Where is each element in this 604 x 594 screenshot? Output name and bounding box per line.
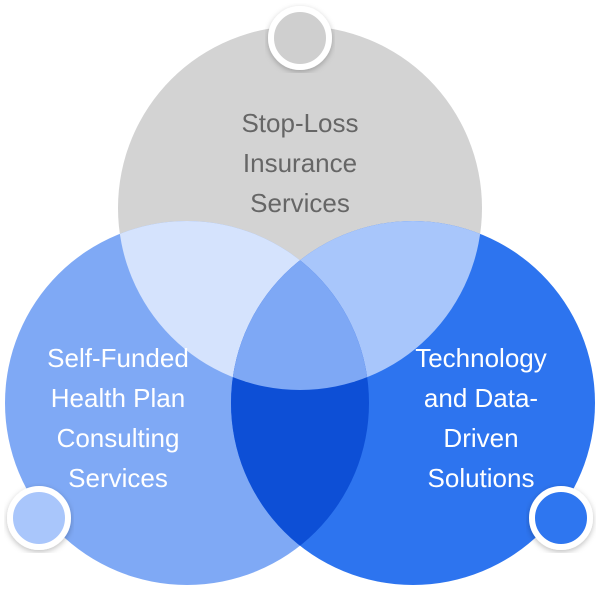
- label-line: Services: [250, 188, 350, 218]
- label-line: Self-Funded: [47, 343, 189, 373]
- label-line: Consulting: [57, 423, 180, 453]
- label-line: Stop-Loss: [241, 108, 358, 138]
- label-line: Technology: [415, 343, 547, 373]
- marker-dot-top: [268, 6, 332, 70]
- label-line: Solutions: [428, 463, 535, 493]
- label-line: Services: [68, 463, 168, 493]
- label-line: Health Plan: [51, 383, 185, 413]
- label-line: Driven: [443, 423, 518, 453]
- overlap-center: [231, 221, 369, 390]
- marker-dot-right: [529, 486, 593, 550]
- label-line: and Data-: [424, 383, 538, 413]
- label-line: Insurance: [243, 148, 357, 178]
- marker-dot-left: [7, 486, 71, 550]
